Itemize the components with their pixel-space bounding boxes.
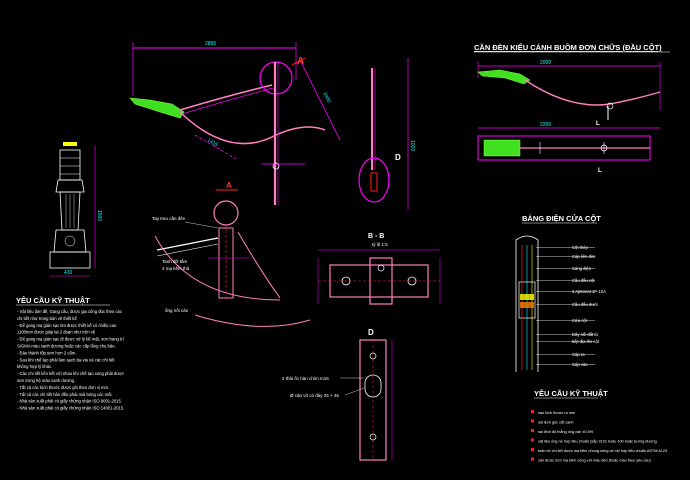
req-right-line: vật liệu ống nề hợp tiêu chuẩn (sắp 3101… xyxy=(538,439,657,444)
req-left-line: - Đảo thành tốp sơn hơn 2 cấm. xyxy=(17,350,77,355)
wiring-label: Cáp liên đèn xyxy=(572,254,596,259)
arm-elevation-view: 2895 1000 1415 A xyxy=(129,41,341,205)
detail-d-view: D 2 thái ốc hàn chìm m16 Ø cán vít có đá… xyxy=(282,328,393,461)
dim-side-top: 2000 xyxy=(540,60,551,66)
req-bullet xyxy=(531,457,534,461)
title-arm: CẦN ĐÈN KIỂU CÁNH BUỒM ĐƠN CHỮS (ĐẦU CỘT… xyxy=(474,42,662,52)
req-left-line: - Nhà sản xuất phải có giấy chứng nhận I… xyxy=(17,406,124,411)
wiring-label: Cột thép xyxy=(572,245,589,250)
section-a-marker: A xyxy=(297,56,304,67)
section-a-marker-2: A xyxy=(226,181,232,190)
wiring-label: tiếp địa lên cột xyxy=(572,339,600,344)
dim-pole-h: 1000 xyxy=(409,140,415,151)
req-left-line: chi tiết như trong bản vẽ thiết kế xyxy=(17,316,78,321)
arm-top-view: 2000 L xyxy=(477,60,661,127)
req-left-line: - Tất cả các kích thước được ghi theo đơ… xyxy=(17,385,109,390)
wiring-label: Dây nối đất từ xyxy=(572,332,599,337)
dim-side-w: 2200 xyxy=(540,122,551,128)
arm-lower-curve xyxy=(179,111,326,145)
section-l-label-2: L xyxy=(598,168,602,174)
luminaire-top xyxy=(477,69,531,85)
title-wiring: BẢNG ĐIỆN CỬA CỘT xyxy=(522,214,601,223)
req-bullet xyxy=(531,410,534,413)
req-left-line: - Sau khi chế tạo phải làm sạch ba-via v… xyxy=(17,357,115,362)
req-right-line: toàn bộ chi tiết được mạ kẽm nhúng nóng … xyxy=(538,449,667,453)
wiring-label: Cửa cột xyxy=(572,318,588,323)
req-right-line: sau kích thước ra mm xyxy=(538,411,575,415)
label-hole1: 2 thái ốc hàn chìm m16 xyxy=(282,376,329,381)
section-a-detail: A Tay treo cần đèn Tanh đỡ tấm 4 mạ kẽm … xyxy=(152,181,311,327)
label-rod: Tanh đỡ tấm xyxy=(162,259,187,264)
dim-arm-top: 2895 xyxy=(205,41,216,47)
luminaire-head xyxy=(129,97,185,119)
req-left-line: - Để gang mạ gián sạc tim được thiết kế … xyxy=(17,323,117,328)
req-right-line: sai lệch độ thẳng ống cần ±0.5% xyxy=(538,429,594,434)
wiring-label: 2 Aptomat 1P-10A xyxy=(572,289,606,294)
req-right-line: cần được sơn mạ kẽm cùng với màu đen (ho… xyxy=(538,459,652,463)
section-bb-detail: B - B tỷ lệ 1:5 xyxy=(317,233,441,305)
req-left-line: - Tất cả các chi tiết hàn đều phải mài b… xyxy=(17,392,113,397)
req-bullet xyxy=(531,419,534,423)
dim-pole-base-h: 1500 xyxy=(96,210,102,221)
label-hole2: Ø cán vít có đáy 25 × 46 xyxy=(290,393,339,398)
wiring-label: Cáp vào xyxy=(572,362,588,367)
req-left-line: - Để gang mạ gián sạc đi được xử lý bề m… xyxy=(17,337,125,342)
ring-detail xyxy=(213,200,239,226)
section-bb-scale: tỷ lệ 1:5 xyxy=(372,241,388,247)
req-left-line: sơn trong hệ màu xanh dương. xyxy=(17,378,75,383)
req-left-list: - Vật liệu làm đế, Gang cầu, được gia cô… xyxy=(17,309,125,411)
dim-arm-right: 1000 xyxy=(321,91,332,104)
label-pipe: ống nối cán xyxy=(165,308,189,313)
wiring-label: Cáng điện xyxy=(572,266,592,271)
req-left-line: - Vật liệu làm đế, Gang cầu, được gia cô… xyxy=(17,309,122,314)
label-bracket: Tay treo cần đèn xyxy=(152,216,186,221)
pole-side-view: 1000 D xyxy=(358,58,415,210)
label-rod2: 4 mạ kẽm thả xyxy=(162,266,190,271)
pole-cap xyxy=(63,142,77,146)
req-bullet xyxy=(531,438,534,442)
pole-base-ring xyxy=(358,157,390,203)
req-left-line: - Nhà sản xuất phải có giấy chứng nhận I… xyxy=(17,399,122,404)
req-left-line: - Các chi tiết liên kết với nhau khi chế… xyxy=(17,371,124,376)
req-bullet xyxy=(531,448,534,451)
req-left-line: 1100mm được giáp lại 2 đoạn như trên vẽ xyxy=(17,330,96,335)
title-req-left: YÊU CẦU KỸ THUẬT xyxy=(16,295,90,305)
wiring-label: Cầu đấu cột xyxy=(572,278,595,283)
req-bullet xyxy=(531,429,534,432)
req-right-list: sau kích thước ra mm sai lệch góc cắt cạn… xyxy=(531,410,667,463)
dim-arm-diag: 1415 xyxy=(206,138,219,149)
section-l-label: L xyxy=(596,121,600,127)
req-left-line: không hợp lý khác. xyxy=(17,364,52,369)
wiring-board-diagram xyxy=(515,235,539,372)
arm-plan-view: 2200 L xyxy=(477,122,660,174)
req-right-line: sai lệch góc cắt cạnh xyxy=(538,420,573,425)
section-bb-title: B - B xyxy=(368,233,384,240)
detail-d-label-top: D xyxy=(395,153,401,162)
pole-base-elevation: 1500 410 xyxy=(49,142,102,277)
title-req-right: YÊU CẦU KỸ THUẬT xyxy=(534,388,608,398)
dim-pole-base-w: 410 xyxy=(64,270,73,276)
wiring-label: Cầu đấu dưới xyxy=(572,302,598,307)
dim-line-right xyxy=(299,59,341,141)
req-left-line: SIGMA màu xanh dương hoặc các cấp lắng c… xyxy=(17,344,116,349)
wiring-label: Cáp ra xyxy=(572,352,585,357)
detail-d-label: D xyxy=(368,328,374,337)
luminaire-plan xyxy=(483,139,521,157)
arm-upper-curve xyxy=(179,84,273,111)
